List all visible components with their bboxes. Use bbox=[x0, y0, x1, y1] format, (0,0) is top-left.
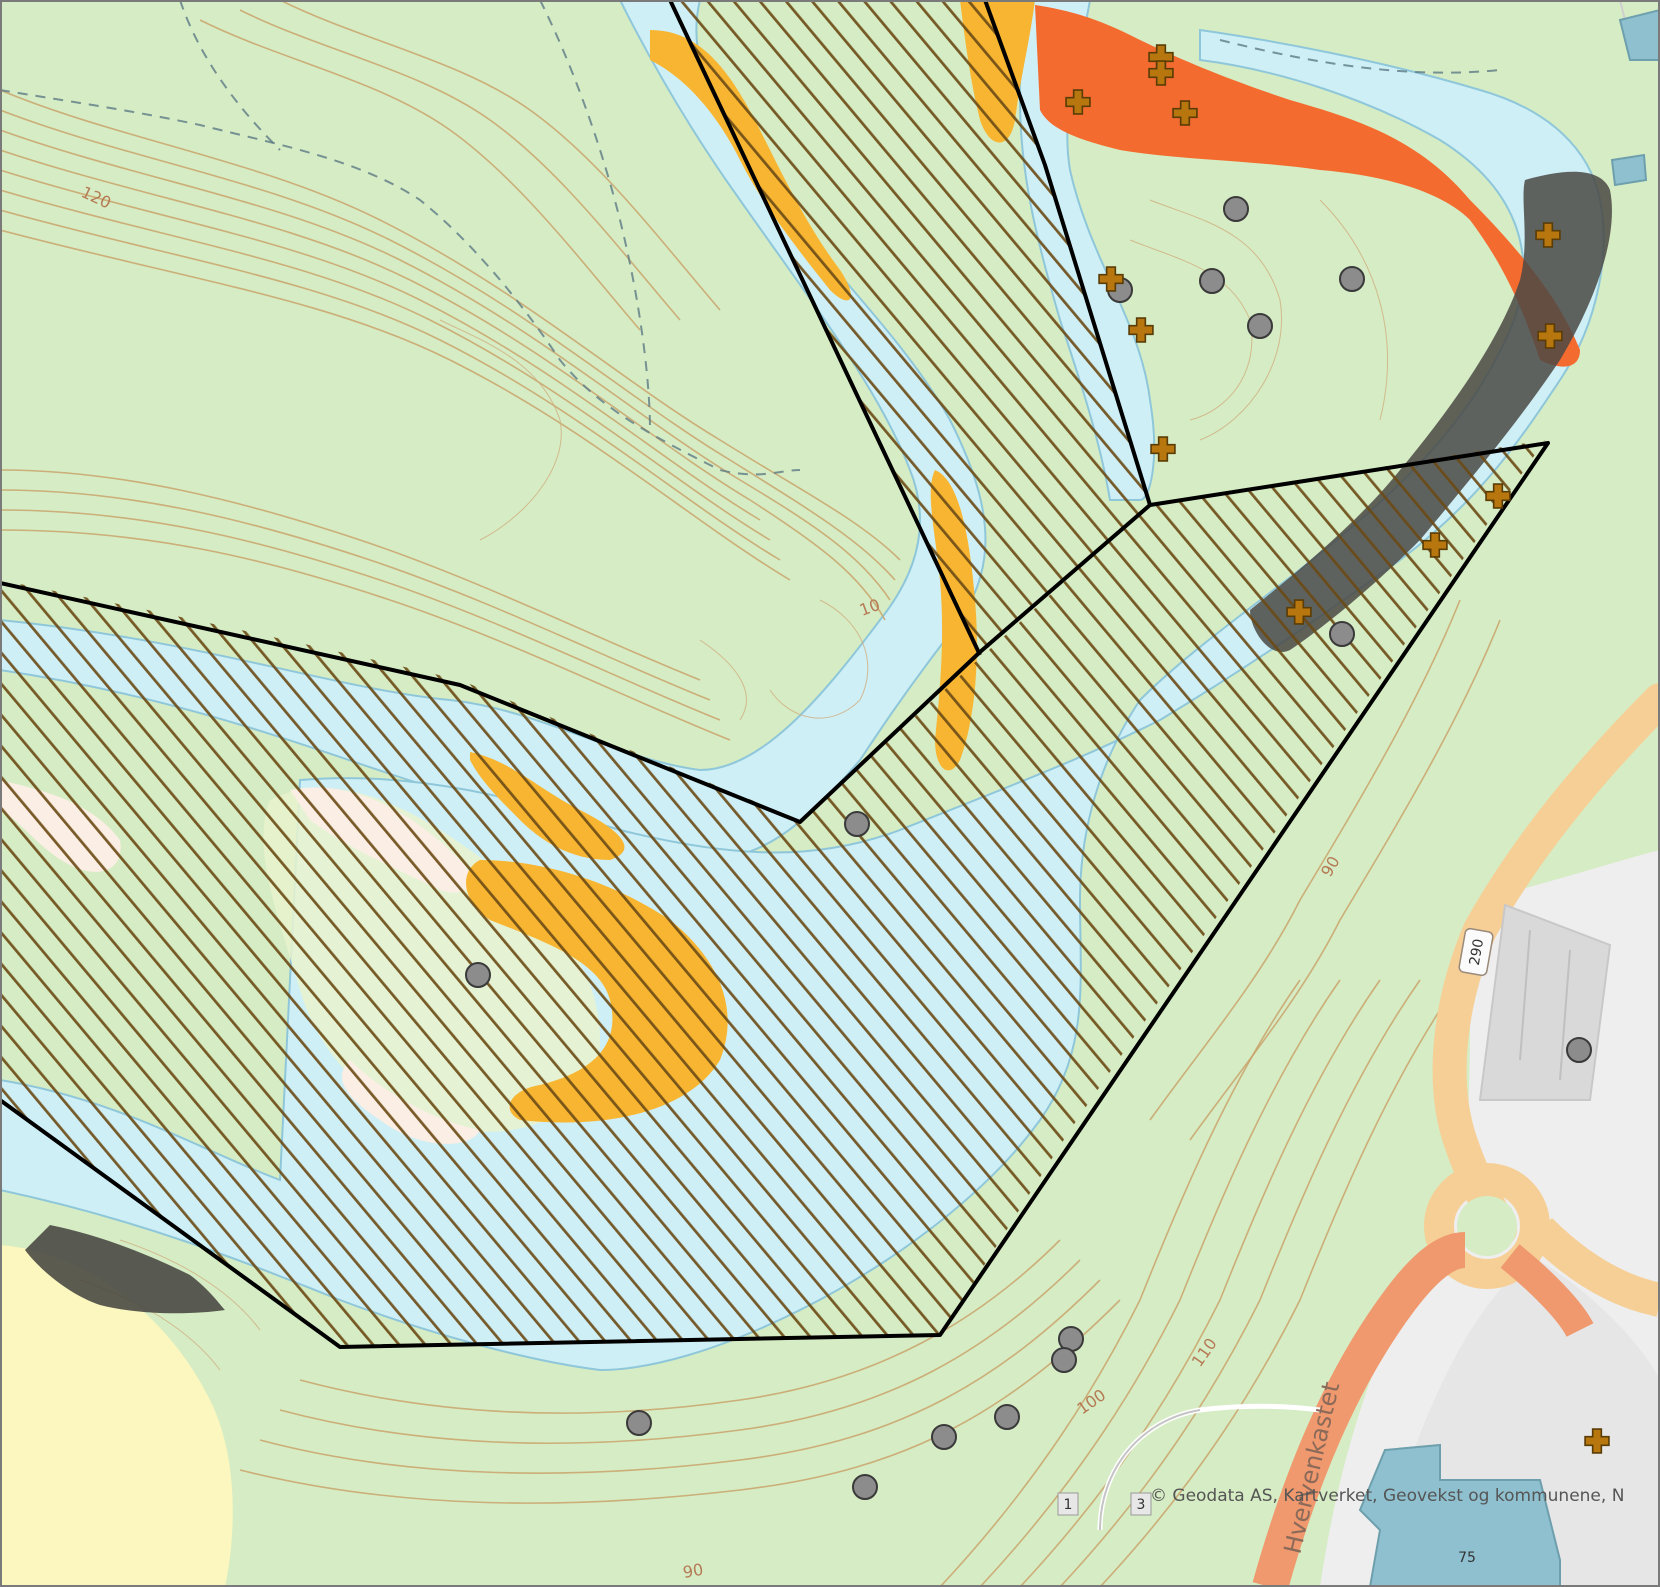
map-point-marker[interactable] bbox=[1247, 313, 1273, 339]
map-point-marker[interactable] bbox=[1223, 196, 1249, 222]
map-attribution: © Geodata AS, Kartverket, Geovekst og ko… bbox=[1150, 1486, 1625, 1506]
dark-zone-east bbox=[1250, 171, 1612, 652]
map-point-marker[interactable] bbox=[465, 962, 491, 988]
map-point-marker[interactable] bbox=[626, 1410, 652, 1436]
map-point-marker[interactable] bbox=[852, 1474, 878, 1500]
field-area bbox=[0, 1245, 233, 1587]
road-number-label: 290 bbox=[1467, 938, 1487, 967]
roads bbox=[1097, 0, 1660, 1587]
contour-lines bbox=[0, 0, 1501, 1587]
map-point-marker[interactable] bbox=[1051, 1347, 1077, 1373]
map-point-marker[interactable] bbox=[1339, 266, 1365, 292]
red-zone bbox=[1035, 5, 1580, 367]
house-number-label: 75 bbox=[1458, 1550, 1476, 1566]
dark-zone-west bbox=[25, 1225, 225, 1314]
house-number-label: 3 bbox=[1137, 1497, 1146, 1513]
boundary-lines bbox=[0, 0, 1550, 1349]
map-point-marker[interactable] bbox=[1566, 1037, 1592, 1063]
house-number-badge: 1 3 75 bbox=[1057, 1492, 1476, 1566]
map-point-marker[interactable] bbox=[844, 811, 870, 837]
road-number-badge: 290 bbox=[1458, 927, 1494, 977]
map-point-marker[interactable] bbox=[994, 1404, 1020, 1430]
elevation-label: 90 bbox=[681, 1560, 704, 1582]
map-point-marker[interactable] bbox=[1199, 268, 1225, 294]
footpaths bbox=[0, 0, 1501, 476]
hatched-zones bbox=[0, 0, 1545, 1345]
map-point-marker[interactable] bbox=[931, 1424, 957, 1450]
house-number-label: 1 bbox=[1064, 1497, 1073, 1513]
map-point-marker[interactable] bbox=[1329, 621, 1355, 647]
